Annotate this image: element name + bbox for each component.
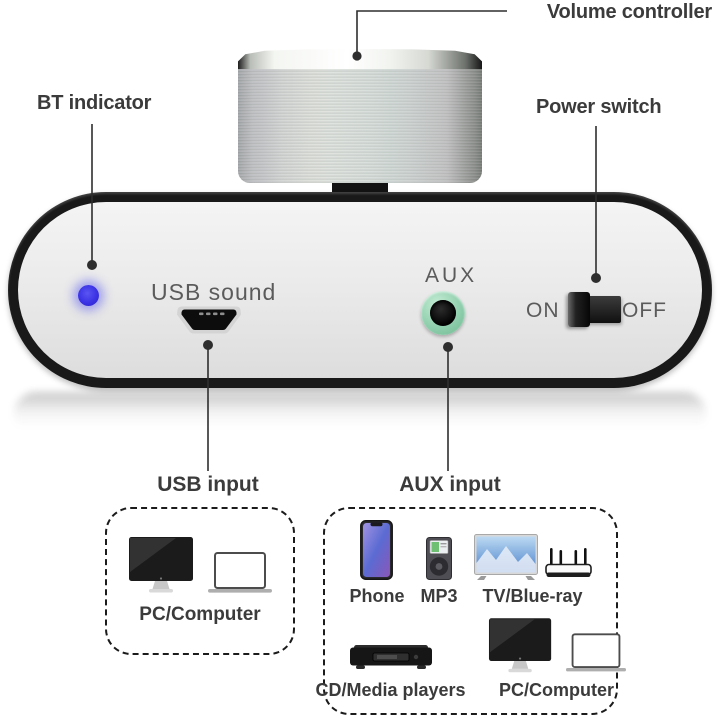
volume-knob-sheen	[238, 61, 482, 183]
cd-player-icon	[348, 643, 434, 674]
usb-input-title: USB input	[157, 473, 259, 496]
usb-pc-computer-label: PC/Computer	[139, 604, 261, 625]
power-switch-label: Power switch	[536, 96, 662, 118]
desktop-monitor-icon	[488, 617, 556, 674]
aux-jack-icon	[421, 291, 465, 335]
cd-media-group: CD/Media players	[315, 643, 466, 701]
desktop-monitor-icon	[128, 536, 198, 594]
amplifier-reflection	[14, 392, 706, 436]
aux-input-title: AUX input	[399, 473, 501, 496]
aux-input-box: Phone MP3	[315, 507, 626, 715]
cd-media-players-label: CD/Media players	[315, 680, 466, 700]
laptop-icon	[208, 552, 272, 594]
bt-indicator-label: BT indicator	[37, 92, 152, 114]
smartphone-icon	[360, 520, 394, 580]
power-off-label: OFF	[622, 299, 667, 322]
mp3-group: MP3	[421, 537, 458, 607]
bt-led-icon	[78, 285, 99, 306]
tv-icon	[473, 534, 538, 580]
power-toggle-switch	[568, 292, 621, 327]
usb-input-box: PC/Computer	[105, 507, 295, 655]
volume-knob-cap	[238, 49, 482, 69]
phone-group: Phone	[349, 520, 405, 607]
amplifier-faceplate	[18, 202, 702, 378]
amplifier-body	[8, 192, 712, 388]
volume-knob	[238, 49, 482, 183]
volume-knob-knurl	[238, 61, 482, 183]
micro-usb-port-icon	[176, 306, 242, 334]
usb-sound-port-label: USB sound	[151, 279, 277, 305]
laptop-icon	[565, 632, 626, 674]
aux-port-label: AUX	[425, 264, 478, 287]
power-on-label: ON	[526, 299, 560, 322]
mp3-player-icon	[426, 537, 452, 580]
tv-bluray-group: TV/Blue-ray	[473, 534, 592, 607]
aux-pc-group: PC/Computer	[488, 617, 626, 701]
power-toggle-knob	[568, 292, 590, 327]
aux-pc-computer-label: PC/Computer	[499, 680, 615, 700]
aux-jack-hole	[430, 300, 456, 326]
tv-bluray-label: TV/Blue-ray	[482, 586, 583, 606]
volume-controller-label: Volume controller	[546, 1, 712, 23]
mp3-label: MP3	[420, 586, 458, 606]
router-icon	[544, 547, 592, 580]
phone-label: Phone	[349, 586, 405, 606]
